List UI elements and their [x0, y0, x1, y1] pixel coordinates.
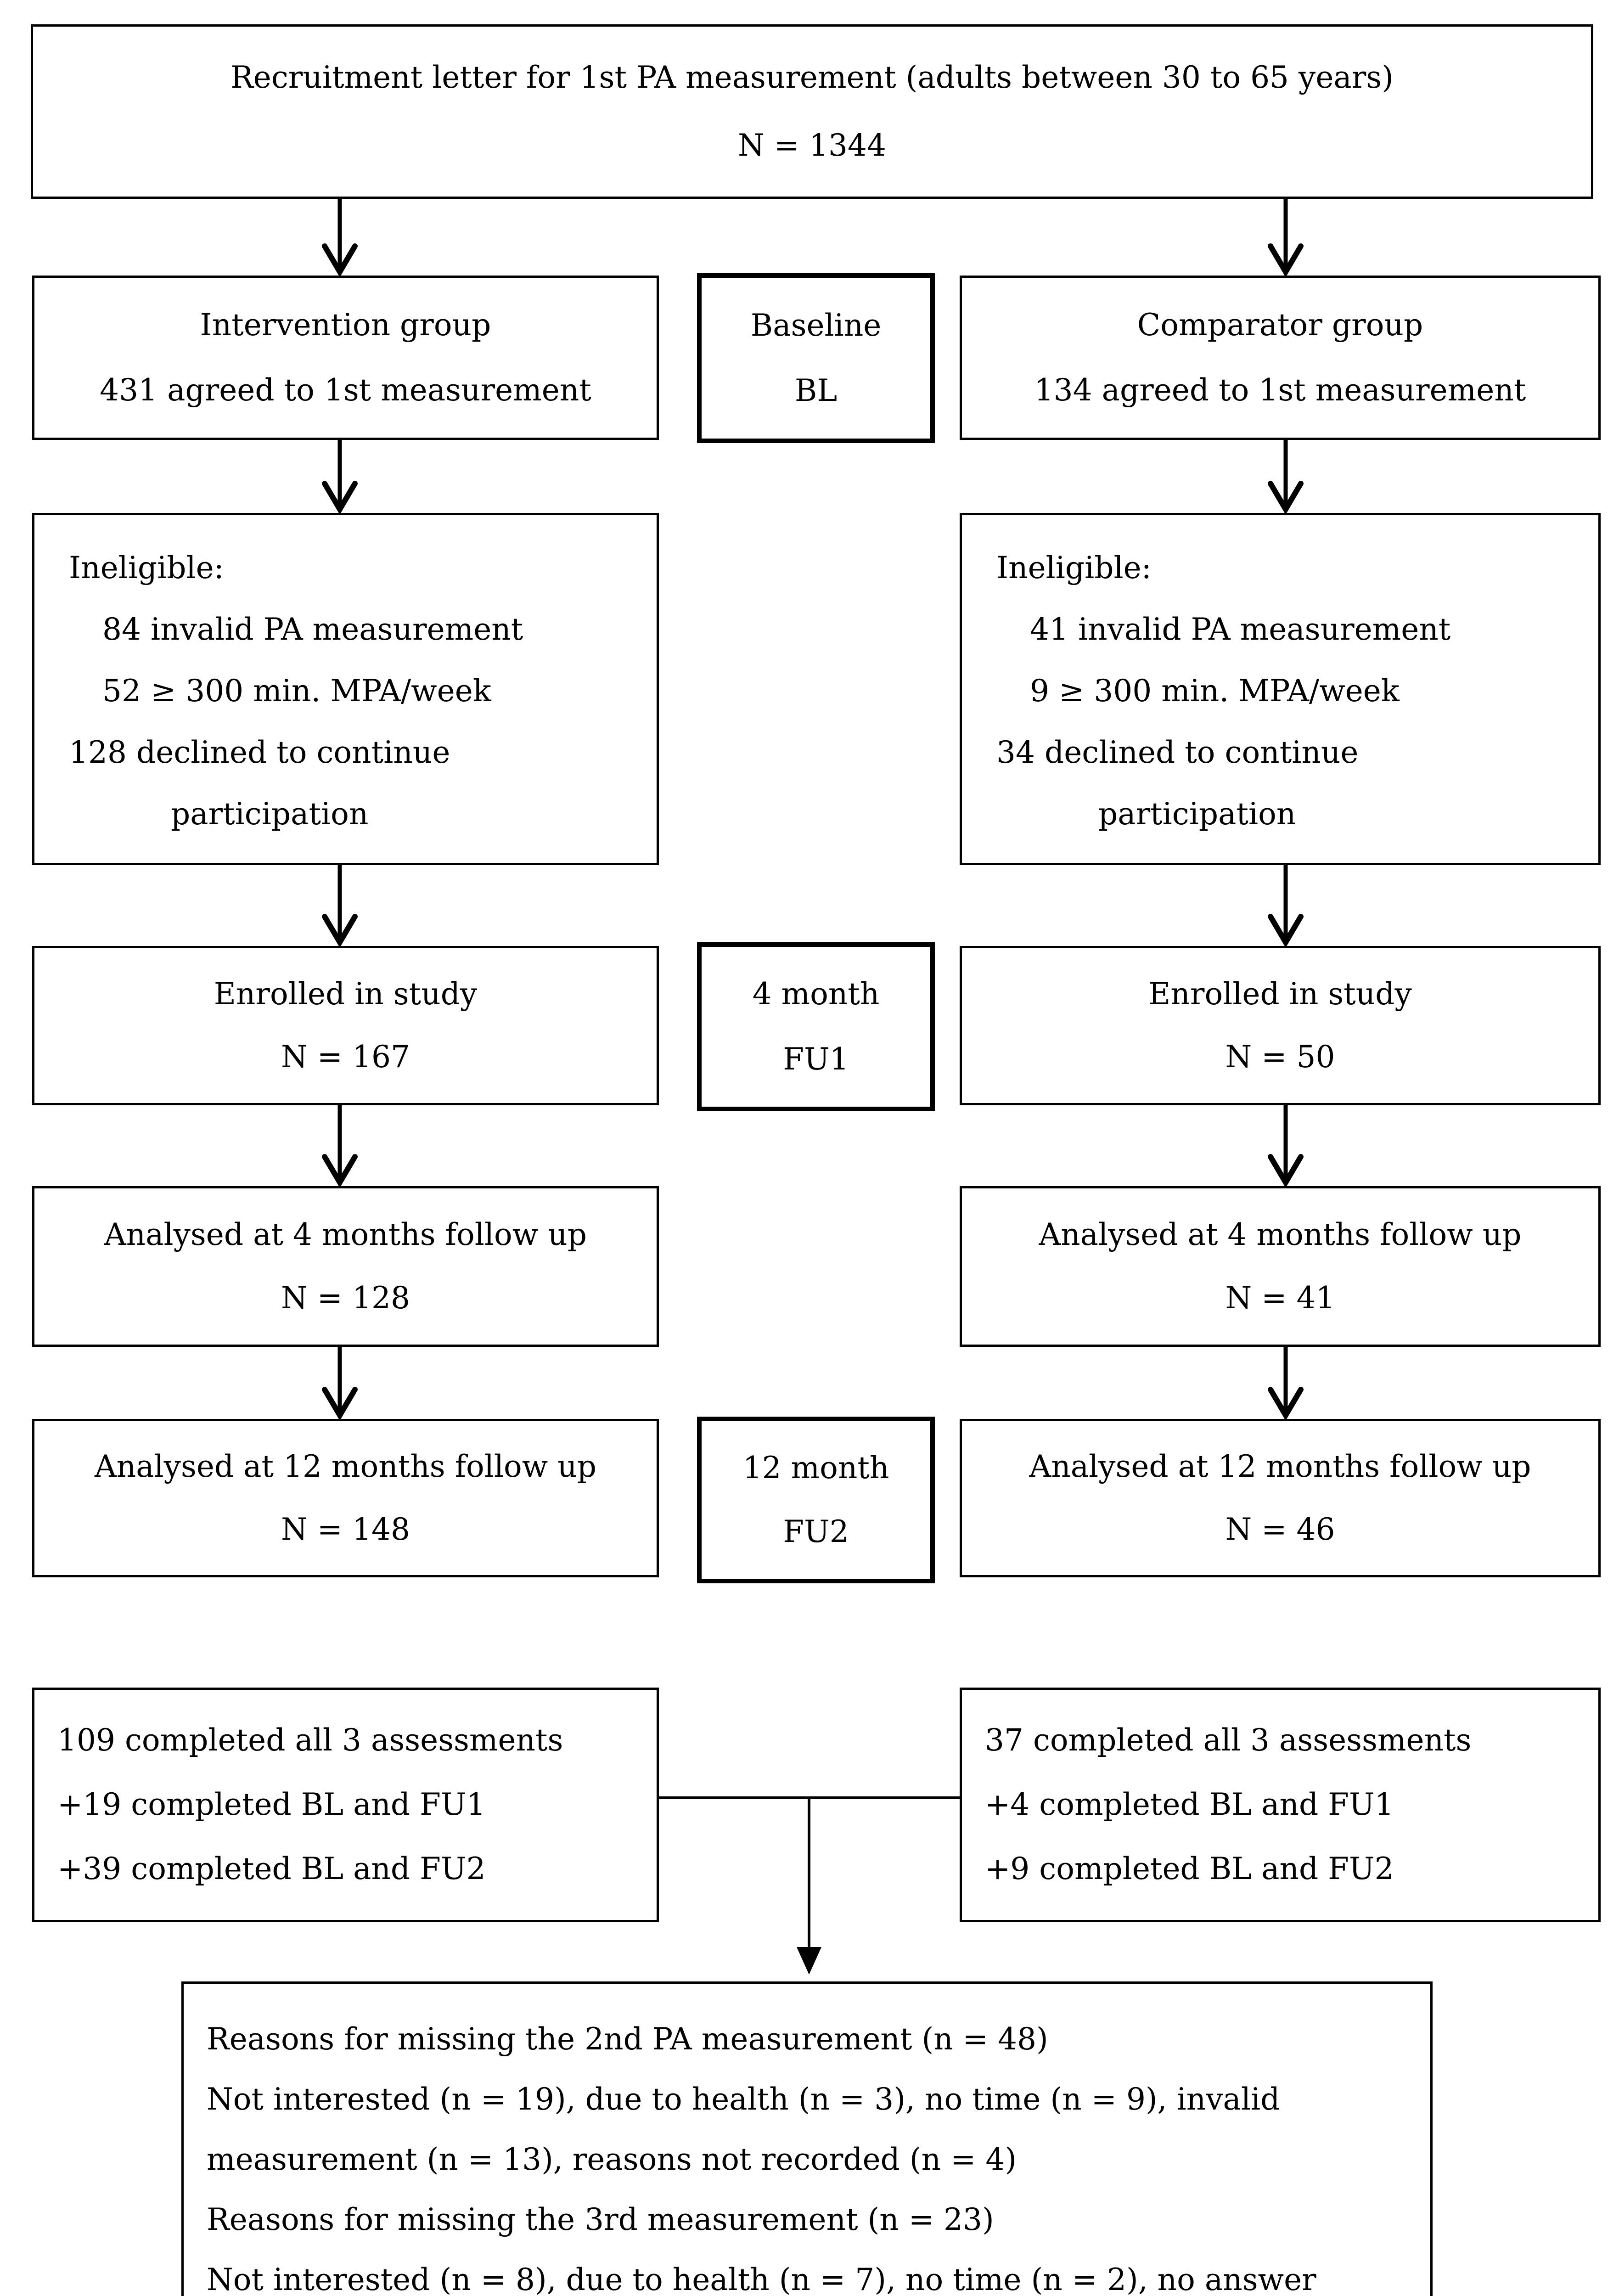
baseline-stage-abbr: BL [794, 373, 838, 409]
enrolled-intervention-box: Enrolled in study N = 167 [32, 946, 659, 1105]
down-arrow-icon [1268, 1105, 1304, 1186]
ineligible-item: 84 invalid PA measurement [102, 612, 523, 647]
ineligible-item: 41 invalid PA measurement [1030, 612, 1451, 647]
completion-line: +19 completed BL and FU1 [57, 1787, 486, 1822]
connector-vertical-line [808, 1798, 810, 1949]
reasons-line: Reasons for missing the 3rd measurement … [207, 2202, 994, 2237]
down-arrow-icon [1268, 440, 1304, 513]
down-arrow-icon [322, 199, 358, 276]
ineligible-item-continuation: participation [171, 796, 369, 832]
completion-line: 37 completed all 3 assessments [985, 1722, 1472, 1758]
intervention-group-title: Intervention group [200, 307, 491, 343]
ineligible-title: Ineligible: [996, 550, 1152, 585]
ineligible-item: 52 ≥ 300 min. MPA/week [102, 673, 491, 709]
completion-line: +39 completed BL and FU2 [57, 1851, 486, 1886]
ineligible-item: 34 declined to continue [996, 735, 1359, 770]
ineligible-item-continuation: participation [1098, 796, 1296, 832]
comparator-group-detail: 134 agreed to 1st measurement [1034, 372, 1526, 408]
recruitment-box: Recruitment letter for 1st PA measuremen… [31, 24, 1593, 199]
down-arrow-icon [322, 1105, 358, 1186]
ineligible-intervention-box: Ineligible: 84 invalid PA measurement 52… [32, 513, 659, 865]
enrolled-n: N = 167 [281, 1039, 410, 1075]
completion-intervention-box: 109 completed all 3 assessments +19 comp… [32, 1688, 659, 1922]
ineligible-comparator-box: Ineligible: 41 invalid PA measurement 9 … [960, 513, 1601, 865]
recruitment-n: N = 1344 [738, 128, 886, 163]
down-arrow-icon [322, 865, 358, 946]
reasons-line: Not interested (n = 8), due to health (n… [207, 2262, 1316, 2296]
comparator-group-box: Comparator group 134 agreed to 1st measu… [960, 276, 1601, 440]
analysed-4m-title: Analysed at 4 months follow up [1039, 1216, 1522, 1252]
down-arrow-icon [1268, 199, 1304, 276]
fu2-stage-label: 12 month [742, 1450, 889, 1486]
baseline-stage-label: Baseline [750, 308, 882, 343]
ineligible-title: Ineligible: [69, 550, 224, 585]
recruitment-title: Recruitment letter for 1st PA measuremen… [230, 59, 1394, 95]
enrolled-title: Enrolled in study [1148, 976, 1412, 1012]
enrolled-title: Enrolled in study [214, 976, 478, 1012]
analysed-4m-intervention-box: Analysed at 4 months follow up N = 128 [32, 1186, 659, 1347]
down-arrow-icon [1268, 1347, 1304, 1419]
fu1-stage-abbr: FU1 [783, 1041, 849, 1077]
comparator-group-title: Comparator group [1137, 307, 1423, 343]
fu2-stage-abbr: FU2 [783, 1514, 849, 1550]
analysed-4m-title: Analysed at 4 months follow up [104, 1216, 587, 1252]
fu1-stage-box: 4 month FU1 [697, 942, 935, 1111]
completion-line: 109 completed all 3 assessments [57, 1722, 563, 1758]
analysed-12m-intervention-box: Analysed at 12 months follow up N = 148 [32, 1419, 659, 1577]
enrolled-n: N = 50 [1225, 1039, 1335, 1075]
reasons-line: Not interested (n = 19), due to health (… [207, 2082, 1280, 2117]
baseline-stage-box: Baseline BL [697, 273, 935, 443]
analysed-4m-n: N = 128 [281, 1280, 410, 1316]
down-arrow-icon [1268, 865, 1304, 946]
analysed-12m-n: N = 46 [1225, 1512, 1335, 1548]
down-arrow-icon [322, 1347, 358, 1419]
ineligible-item: 9 ≥ 300 min. MPA/week [1030, 673, 1400, 709]
completion-comparator-box: 37 completed all 3 assessments +4 comple… [960, 1688, 1601, 1922]
ineligible-item: 128 declined to continue [69, 735, 450, 770]
enrolled-comparator-box: Enrolled in study N = 50 [960, 946, 1601, 1105]
down-arrowhead-icon [797, 1947, 821, 1975]
completion-line: +9 completed BL and FU2 [985, 1851, 1394, 1886]
intervention-group-detail: 431 agreed to 1st measurement [100, 372, 591, 408]
analysed-4m-n: N = 41 [1225, 1280, 1335, 1316]
analysed-4m-comparator-box: Analysed at 4 months follow up N = 41 [960, 1186, 1601, 1347]
analysed-12m-comparator-box: Analysed at 12 months follow up N = 46 [960, 1419, 1601, 1577]
completion-line: +4 completed BL and FU1 [985, 1787, 1394, 1822]
fu1-stage-label: 4 month [752, 976, 880, 1012]
intervention-group-box: Intervention group 431 agreed to 1st mea… [32, 276, 659, 440]
analysed-12m-title: Analysed at 12 months follow up [95, 1449, 596, 1485]
reasons-box: Reasons for missing the 2nd PA measureme… [181, 1981, 1433, 2296]
fu2-stage-box: 12 month FU2 [697, 1417, 935, 1583]
analysed-12m-n: N = 148 [281, 1512, 410, 1548]
reasons-line: Reasons for missing the 2nd PA measureme… [207, 2021, 1048, 2057]
down-arrow-icon [322, 440, 358, 513]
analysed-12m-title: Analysed at 12 months follow up [1029, 1449, 1531, 1485]
reasons-line: measurement (n = 13), reasons not record… [207, 2142, 1017, 2177]
